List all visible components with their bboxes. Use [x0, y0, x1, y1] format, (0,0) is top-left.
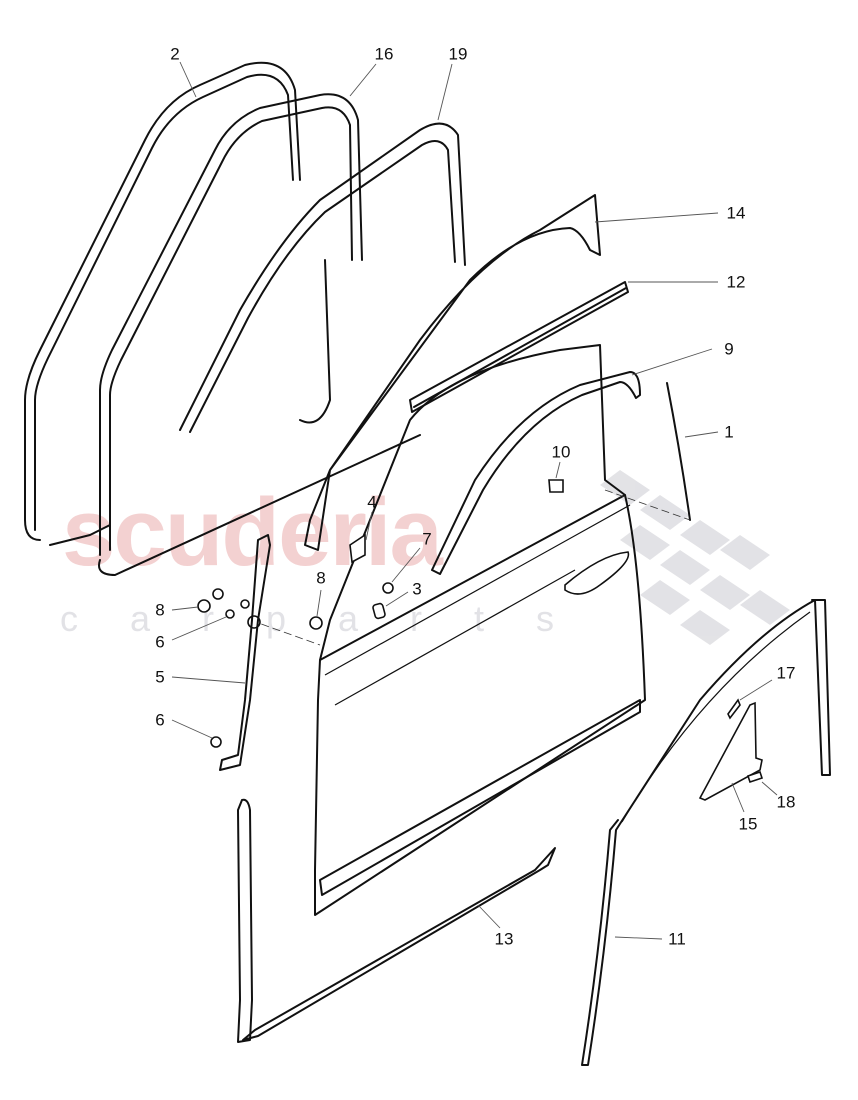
- main-door-panel: [314, 344, 646, 916]
- part-15-corner-trim: [698, 701, 763, 801]
- callout-11: 11: [668, 929, 686, 949]
- part-lower-seal: [237, 798, 253, 1043]
- part-2-outer-seal: [24, 61, 301, 546]
- callout-18: 18: [776, 792, 796, 812]
- callout-13: 13: [494, 929, 514, 949]
- callout-2: 2: [170, 44, 180, 64]
- callout-17: 17: [776, 663, 796, 683]
- part-6-clip-b: [210, 736, 222, 748]
- part-16-inner-seal: [98, 93, 421, 576]
- callout-9: 9: [724, 339, 734, 359]
- callout-3: 3: [412, 579, 422, 599]
- callout-6b: 6: [155, 710, 165, 730]
- part-4-bracket: [349, 533, 366, 564]
- callout-6a: 6: [155, 632, 165, 652]
- part-13-sill-seal: [242, 847, 556, 1041]
- part-10-clip: [548, 479, 564, 493]
- part-3-clip: [372, 602, 386, 620]
- callout-10: 10: [551, 442, 571, 462]
- part-18-pad: [746, 770, 764, 784]
- callout-19: 19: [448, 44, 468, 64]
- watermark-sub: carparts: [60, 598, 607, 639]
- part-5-pillar-trim: [219, 534, 271, 771]
- callout-7: 7: [422, 529, 432, 549]
- callout-12: 12: [726, 272, 746, 292]
- part-12-window-channel: [409, 281, 629, 413]
- checker-watermark: [600, 470, 790, 645]
- part-8-grommet-a: [197, 599, 211, 613]
- callout-14: 14: [726, 203, 746, 223]
- part-19-frame-trim: [179, 122, 466, 433]
- part-11-door-seal: [581, 599, 831, 1066]
- part-6-clip-a: [225, 609, 235, 619]
- callout-4: 4: [367, 492, 377, 512]
- callout-5: 5: [155, 667, 165, 687]
- part-14-upper-trim: [304, 194, 601, 551]
- part-1-strip: [666, 382, 691, 521]
- part-7-clip: [382, 582, 394, 594]
- part-8-grommet-b: [309, 616, 323, 630]
- callout-8a: 8: [155, 600, 165, 620]
- door-handle: [564, 551, 630, 595]
- part-9-window-seal: [431, 371, 641, 575]
- callout-16: 16: [374, 44, 394, 64]
- part-17-pad: [727, 698, 741, 720]
- callout-8b: 8: [316, 568, 326, 588]
- callout-1: 1: [724, 422, 734, 442]
- callout-15: 15: [738, 814, 758, 834]
